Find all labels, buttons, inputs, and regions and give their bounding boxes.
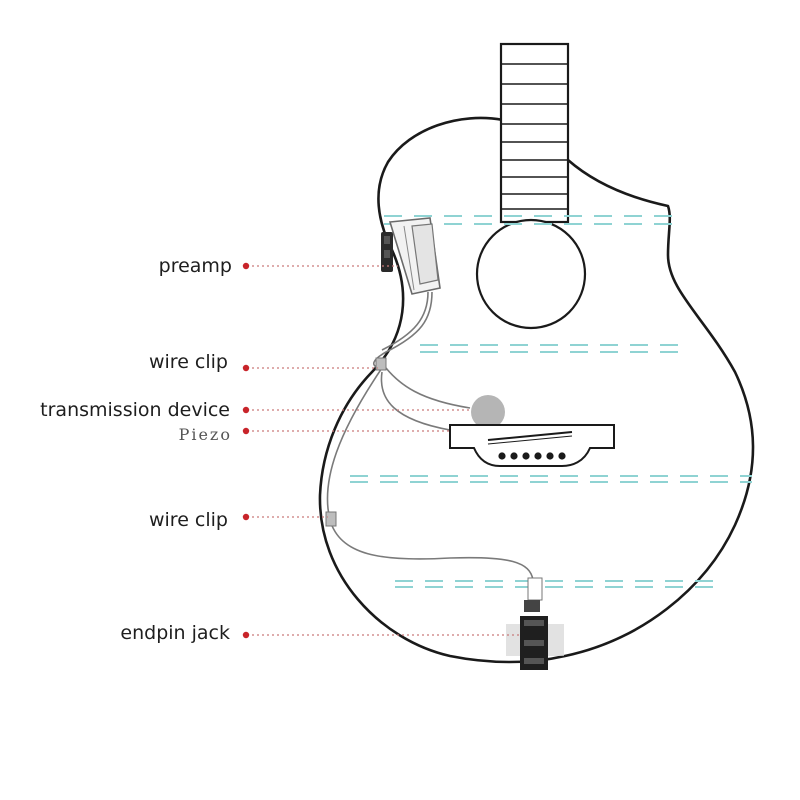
dot-wire-clip-upper: [242, 364, 250, 372]
label-preamp: preamp: [159, 255, 232, 277]
label-piezo: Piezo: [179, 425, 232, 444]
dot-wire-clip-lower: [242, 513, 250, 521]
fretboard: [499, 42, 570, 224]
wire-clip-upper: [375, 357, 387, 371]
bridge: [449, 424, 615, 467]
preamp-unit: [381, 217, 441, 295]
label-dots: [242, 262, 250, 639]
endpin-jack: [506, 577, 564, 670]
label-wire-clip-lower: wire clip: [149, 509, 228, 531]
sound-hole: [475, 218, 587, 330]
label-wire-clip-upper: wire clip: [149, 351, 228, 373]
label-endpin-jack: endpin jack: [120, 622, 230, 644]
leader-lines: [247, 265, 520, 636]
dot-piezo: [242, 427, 250, 435]
label-transmission-device: transmission device: [40, 399, 230, 421]
dot-transmission-device: [242, 406, 250, 414]
dot-endpin-jack: [242, 631, 250, 639]
dot-preamp: [242, 262, 250, 270]
pickup-wiring: [326, 291, 534, 581]
section-guides: [350, 215, 752, 588]
wire-clip-lower: [325, 511, 337, 527]
transmission-device: [471, 395, 505, 429]
